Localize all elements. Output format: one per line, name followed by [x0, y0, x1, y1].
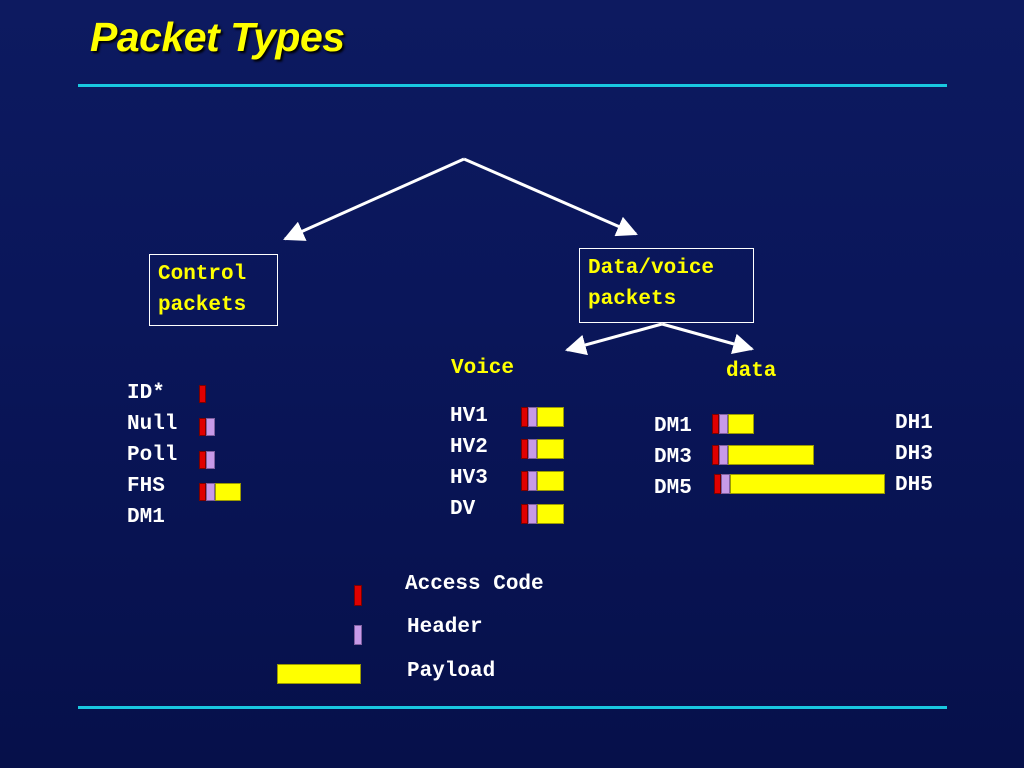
access-code-segment	[521, 439, 528, 459]
data-label-dm5: DM5	[654, 477, 692, 500]
access-code-segment	[199, 483, 206, 501]
packet-bar-null	[199, 418, 215, 436]
voice-label-hv2: HV2	[450, 436, 488, 459]
header-segment	[528, 407, 537, 427]
arrow-to-control	[283, 157, 465, 241]
payload-segment	[728, 414, 754, 434]
payload-segment	[537, 471, 564, 491]
data-heading: data	[726, 360, 777, 383]
control-box-line-1: Control	[158, 263, 247, 286]
payload-segment	[728, 445, 814, 465]
control-packets-box: Control packets	[149, 254, 278, 326]
packet-bar-hv1	[521, 407, 564, 427]
header-segment	[354, 625, 362, 645]
payload-segment	[215, 483, 241, 501]
access-code-segment	[521, 407, 528, 427]
header-segment	[721, 474, 730, 494]
access-code-segment	[199, 418, 206, 436]
voice-label-hv3: HV3	[450, 467, 488, 490]
access-code-segment	[521, 504, 528, 524]
data-label-dh3: DH3	[895, 443, 933, 466]
header-segment	[206, 418, 215, 436]
bottom-divider	[78, 706, 947, 709]
legend-header-swatch	[354, 625, 362, 645]
datavoice-box-line-1: Data/voice	[588, 257, 715, 280]
access-code-segment	[199, 451, 206, 469]
voice-heading: Voice	[451, 357, 515, 380]
data-label-dm3: DM3	[654, 446, 692, 469]
header-segment	[719, 414, 728, 434]
page-title: Packet Types	[90, 14, 345, 60]
header-segment	[528, 471, 537, 491]
legend-header-label: Header	[407, 616, 483, 639]
header-segment	[528, 439, 537, 459]
data-label-dh1: DH1	[895, 412, 933, 435]
access-code-segment	[712, 414, 719, 434]
control-label-null: Null	[127, 413, 178, 436]
datavoice-packets-box: Data/voice packets	[579, 248, 754, 323]
payload-segment	[537, 504, 564, 524]
packet-bar-dv	[521, 504, 564, 524]
legend-access-code-swatch	[354, 585, 362, 606]
voice-label-dv: DV	[450, 498, 476, 521]
control-box-line-2: packets	[158, 294, 247, 317]
packet-bar-id	[199, 385, 206, 403]
packet-bar-dm5-dh5	[714, 474, 885, 494]
arrow-to-datavoice	[463, 157, 638, 237]
payload-segment	[277, 664, 361, 684]
packet-bar-fhs	[199, 483, 241, 501]
packet-bar-hv2	[521, 439, 564, 459]
payload-segment	[537, 439, 564, 459]
datavoice-box-line-2: packets	[588, 288, 677, 311]
control-label-dm1: DM1	[127, 506, 165, 529]
access-code-segment	[354, 585, 362, 606]
access-code-segment	[199, 385, 206, 403]
header-segment	[206, 483, 215, 501]
access-code-segment	[521, 471, 528, 491]
arrow-to-data	[661, 322, 755, 355]
legend-access-code-label: Access Code	[405, 573, 544, 596]
header-segment	[719, 445, 728, 465]
packet-bar-hv3	[521, 471, 564, 491]
packet-bar-dm1-dh1	[712, 414, 754, 434]
control-label-fhs: FHS	[127, 475, 165, 498]
data-label-dh5: DH5	[895, 474, 933, 497]
header-segment	[206, 451, 215, 469]
top-divider	[78, 84, 947, 87]
control-label-id: ID*	[127, 382, 165, 405]
access-code-segment	[714, 474, 721, 494]
payload-segment	[730, 474, 885, 494]
access-code-segment	[712, 445, 719, 465]
legend-payload-label: Payload	[407, 660, 496, 683]
header-segment	[528, 504, 537, 524]
voice-label-hv1: HV1	[450, 405, 488, 428]
packet-bar-dm3-dh3	[712, 445, 814, 465]
payload-segment	[537, 407, 564, 427]
legend-payload-swatch	[277, 664, 361, 684]
packet-bar-poll	[199, 451, 215, 469]
arrow-to-voice	[564, 322, 663, 356]
control-label-poll: Poll	[127, 444, 178, 467]
data-label-dm1: DM1	[654, 415, 692, 438]
